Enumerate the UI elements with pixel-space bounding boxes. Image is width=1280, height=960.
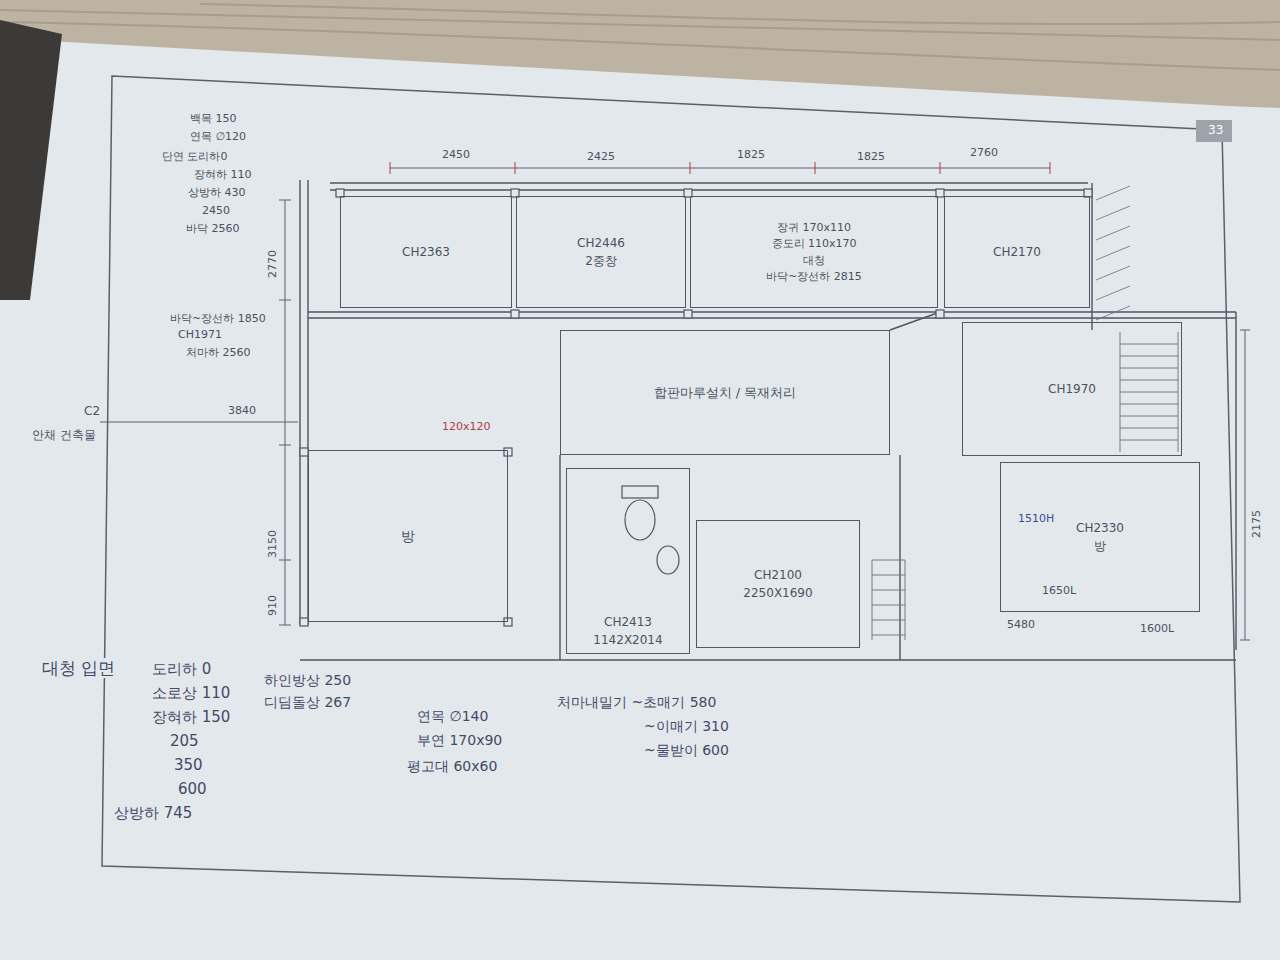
annotation-text: 처마내밀기 ~초매기 580 bbox=[555, 694, 718, 711]
room-label: 방 bbox=[399, 528, 417, 545]
stair-steps bbox=[872, 332, 1178, 640]
room-label: 대청 bbox=[801, 254, 827, 267]
annotation-text: 3150 bbox=[266, 528, 279, 560]
dimension-lines bbox=[100, 162, 1250, 640]
annotation-text: 205 bbox=[168, 732, 201, 750]
annotation-text: 도리하 0 bbox=[150, 660, 213, 678]
annotation-text: 1825 bbox=[855, 150, 887, 163]
annotation-text: 상방하 430 bbox=[186, 186, 248, 199]
top-wall bbox=[330, 183, 1088, 190]
annotation-text: 부연 170x90 bbox=[415, 732, 504, 749]
annotation-text: 33 bbox=[1206, 123, 1225, 137]
page-tab bbox=[1196, 120, 1232, 142]
annotation-text: 상방하 745 bbox=[112, 804, 194, 822]
room-outline: CH2330 방 bbox=[1000, 462, 1200, 612]
annotation-text: 2450 bbox=[200, 204, 232, 217]
room-label: 1142X2014 bbox=[591, 633, 664, 647]
annotation-text: 디딤돌상 267 bbox=[262, 694, 353, 711]
hall-edge bbox=[560, 312, 940, 660]
room-label: CH1970 bbox=[1046, 382, 1098, 396]
annotation-text: 1510H bbox=[1016, 512, 1056, 525]
annotation-text: 3840 bbox=[226, 404, 258, 417]
room-outline: 방 bbox=[308, 450, 508, 622]
annotation-text: 2760 bbox=[968, 146, 1000, 159]
brick-hatch bbox=[1096, 186, 1130, 320]
room-label: CH2446 bbox=[575, 236, 627, 250]
annotation-text: 910 bbox=[266, 593, 279, 618]
annotation-text: 백목 150 bbox=[188, 112, 239, 125]
room-label: 2중창 bbox=[583, 254, 619, 268]
annotation-text: 바닥 2560 bbox=[184, 222, 242, 235]
room-label: CH2100 bbox=[752, 568, 804, 582]
annotation-text: 120x120 bbox=[440, 420, 493, 433]
annotation-text: 1600L bbox=[1138, 622, 1176, 635]
room-label: 합판마루설치 / 목재처리 bbox=[652, 385, 799, 401]
facing-page bbox=[0, 20, 62, 300]
annotation-text: 장혀하 150 bbox=[150, 708, 232, 726]
annotation-text: 5480 bbox=[1005, 618, 1037, 631]
annotation-text: 연목 ∅140 bbox=[415, 708, 490, 725]
room-label: 2250X1690 bbox=[741, 586, 814, 600]
room-label: 중도리 110x170 bbox=[770, 237, 859, 250]
room-label: CH2170 bbox=[991, 245, 1043, 259]
page-sheet bbox=[0, 40, 1280, 960]
room-outline: CH2413 1142X2014 bbox=[566, 468, 690, 654]
annotation-text: 평고대 60x60 bbox=[405, 758, 499, 775]
annotation-text: 장혀하 110 bbox=[192, 168, 254, 181]
annotation-text: 2175 bbox=[1250, 508, 1263, 540]
annotation-text: 바닥~장선하 1850 bbox=[168, 312, 268, 325]
room-outline: 장귀 170x110 중도리 110x170 대청바닥~장선하 2815 bbox=[690, 196, 938, 308]
wall-lines bbox=[300, 180, 1236, 660]
beam-line bbox=[308, 312, 1236, 318]
ground-line bbox=[300, 659, 1236, 660]
right-wall bbox=[1092, 183, 1236, 650]
left-wall bbox=[300, 180, 308, 625]
sanitary-fixtures bbox=[622, 486, 679, 574]
room-outline: CH1970 bbox=[962, 322, 1182, 456]
room-outline: CH2170 bbox=[944, 196, 1090, 308]
room-label: 바닥~장선하 2815 bbox=[764, 270, 864, 283]
annotation-text: 2450 bbox=[440, 148, 472, 161]
annotation-text: 2425 bbox=[585, 150, 617, 163]
room-outline: CH2363 bbox=[340, 196, 512, 308]
room-label: 장귀 170x110 bbox=[775, 221, 853, 234]
room-label: 방 bbox=[1092, 539, 1108, 553]
annotation-text: 1650L bbox=[1040, 584, 1078, 597]
annotation-text: 600 bbox=[176, 780, 209, 798]
annotation-text: 대청 입면 bbox=[40, 658, 117, 678]
room-outline: 합판마루설치 / 목재처리 bbox=[560, 330, 890, 455]
annotation-text: C2 bbox=[82, 404, 102, 418]
leader-line bbox=[100, 422, 298, 423]
annotation-text: 1825 bbox=[735, 148, 767, 161]
drawing-frame bbox=[102, 76, 1240, 902]
room-outline: CH2100 2250X1690 bbox=[696, 520, 860, 648]
room-label: CH2413 bbox=[602, 615, 654, 629]
annotation-text: 2770 bbox=[266, 248, 279, 280]
annotation-text: 350 bbox=[172, 756, 205, 774]
annotation-text: 연목 ∅120 bbox=[188, 130, 248, 143]
annotation-text: 안채 건축물 bbox=[30, 428, 98, 442]
room-label: CH2363 bbox=[400, 245, 452, 259]
room-outline: CH2446 2중창 bbox=[516, 196, 686, 308]
annotation-text: 단연 도리하0 bbox=[160, 150, 230, 163]
annotation-text: CH1971 bbox=[176, 328, 224, 341]
annotation-text: 하인방상 250 bbox=[262, 672, 353, 689]
room-label: CH2330 bbox=[1074, 521, 1126, 535]
annotation-text: ~이매기 310 bbox=[642, 718, 731, 735]
annotation-text: 처마하 2560 bbox=[184, 346, 253, 359]
annotation-text: ~물받이 600 bbox=[642, 742, 731, 759]
annotation-text: 소로상 110 bbox=[150, 684, 232, 702]
